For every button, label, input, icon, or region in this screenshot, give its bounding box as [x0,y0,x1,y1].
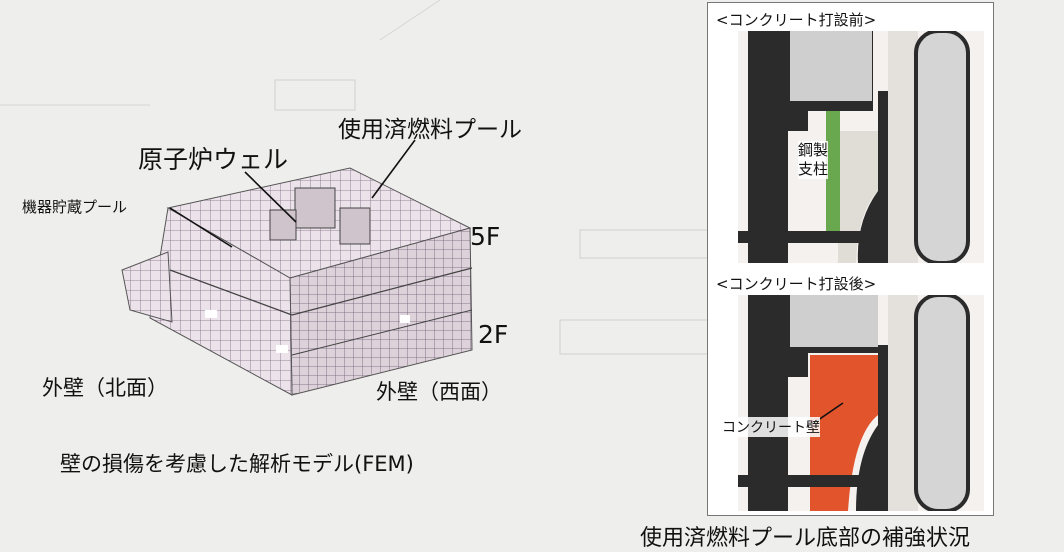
after-photo [738,295,984,511]
reinforcement-caption: 使用済燃料プール底部の補強状況 [640,526,971,551]
after-label: <コンクリート打設後> [716,275,877,293]
fem-model-diagram [121,167,473,396]
concrete-wall-leader [807,402,844,428]
wall-west-label: 外壁（西面） [376,380,502,404]
floor-label-5f: 5F [470,222,501,251]
steel-column-label: 鋼製 支柱 [798,141,829,179]
before-label: <コンクリート打設前> [716,11,877,29]
callout-spent-fuel-pool: 使用済燃料プール [338,117,522,143]
callout-equipment-pool: 機器貯蔵プール [22,198,128,216]
wall-north-label: 外壁（北面） [42,376,168,400]
concrete-wall-label: コンクリート壁 [722,417,820,437]
before-photo [738,31,984,263]
callout-reactor-well: 原子炉ウェル [138,145,289,174]
reinforcement-panel: <コンクリート打設前> 鋼製 支柱 <コンクリート打設後> コンクリート壁 [707,2,994,516]
fem-caption: 壁の損傷を考慮した解析モデル(FEM) [60,452,414,476]
floor-label-2f: 2F [478,320,509,349]
